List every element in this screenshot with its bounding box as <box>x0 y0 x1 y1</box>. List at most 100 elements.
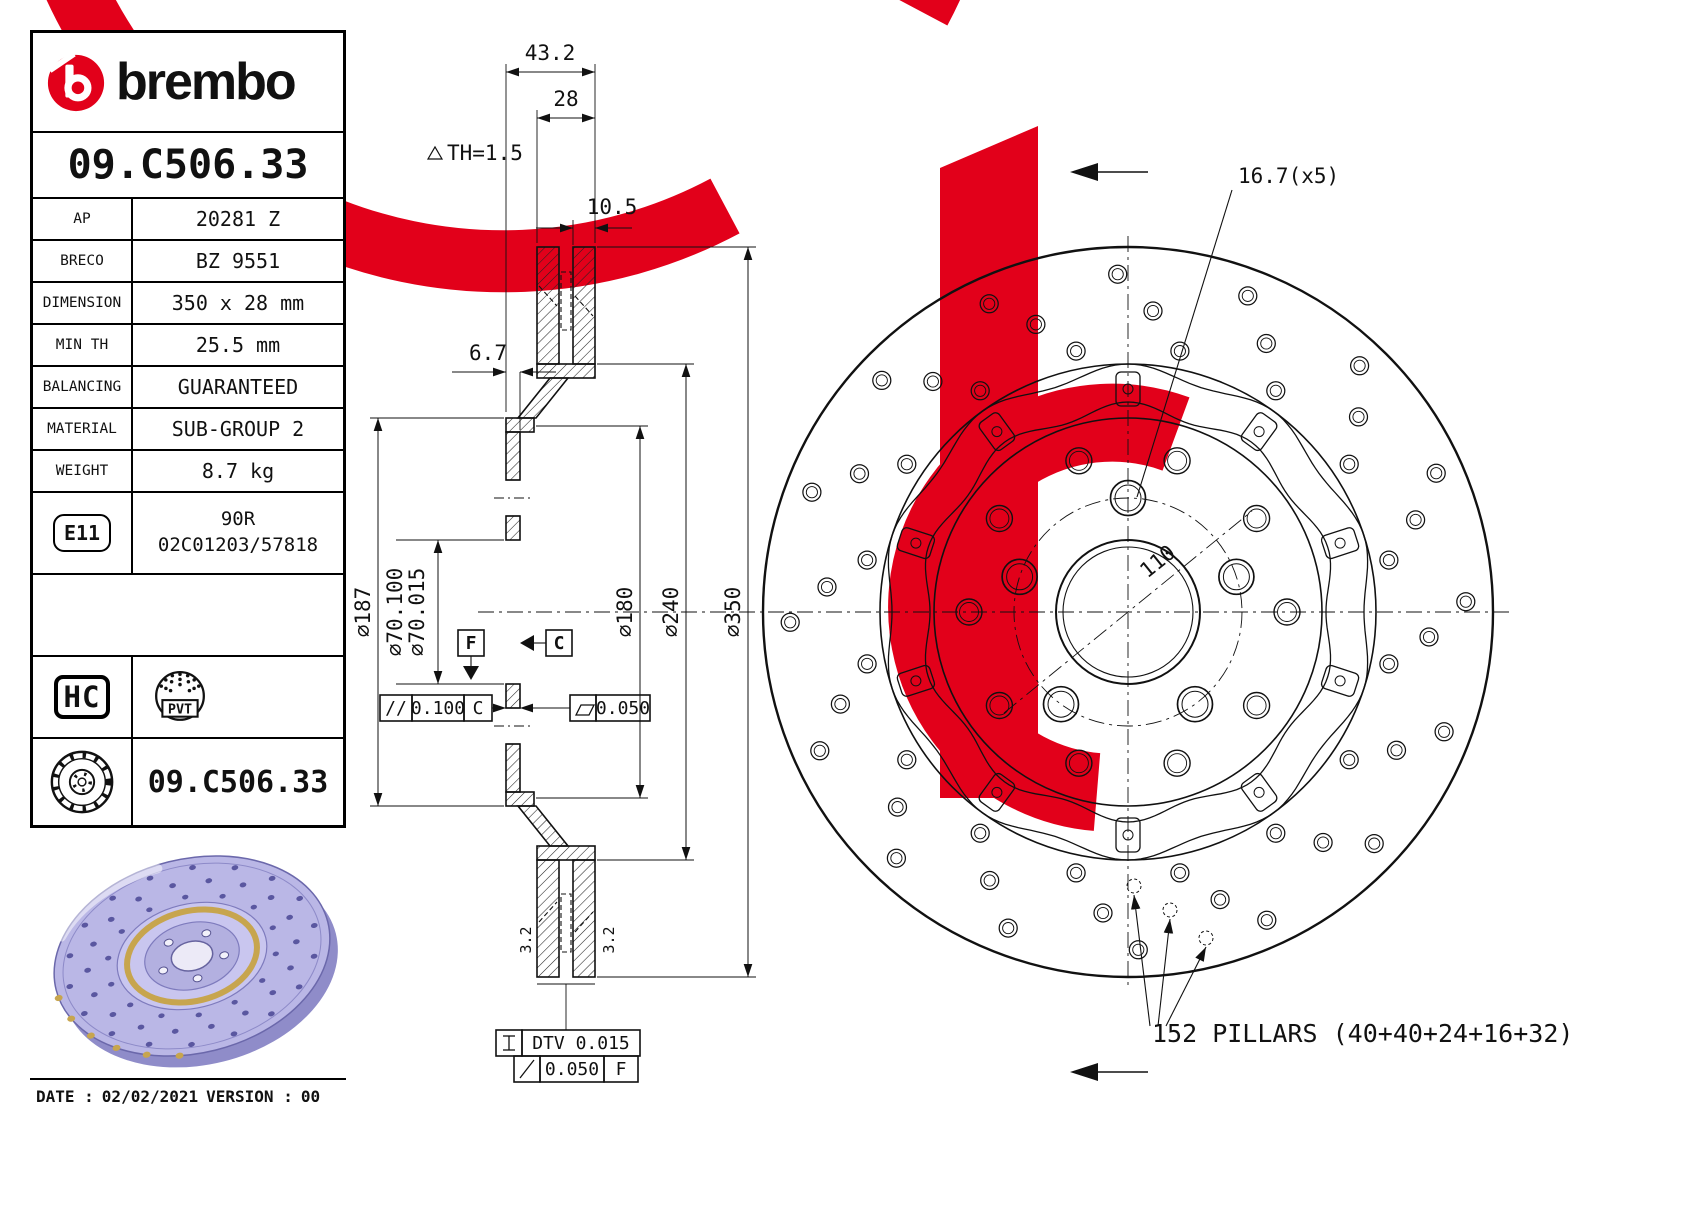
drive-bobbin <box>1115 371 1141 407</box>
disc3d-edge-line <box>62 862 322 1050</box>
spec-label: MATERIAL <box>33 409 133 449</box>
drive-bobbin <box>896 664 936 697</box>
bobbin-pin <box>991 426 1003 438</box>
rotation-arrow-bottom <box>1070 1063 1098 1081</box>
disc3d-drill-hole <box>250 904 257 910</box>
ring-rim-lower <box>536 845 596 861</box>
disc-3d-group <box>53 855 338 1068</box>
disc3d-drill-hole <box>267 1011 275 1017</box>
disc3d-drill-hole <box>259 978 266 983</box>
disc3d-drill-hole <box>145 1041 153 1047</box>
disc3d-drill-hole <box>188 1041 195 1047</box>
spec-value: GUARANTEED <box>177 375 299 399</box>
hat-hole-chamfer <box>959 602 979 622</box>
drill-hole-chamfer <box>1269 384 1282 397</box>
ring-rim-upper <box>536 363 596 379</box>
drill-hole <box>1339 454 1359 474</box>
bobbin-pin <box>1334 537 1346 549</box>
drill-hole <box>1266 823 1286 843</box>
brembo-logo-icon <box>47 51 105 112</box>
extension-lines <box>370 64 756 1030</box>
hat-hole <box>1065 447 1093 475</box>
drill-hole <box>810 741 830 761</box>
spec-label: MIN TH <box>33 325 133 365</box>
pvt-dot <box>164 686 168 691</box>
pvt-dot <box>192 678 196 682</box>
hat-hole <box>1065 749 1093 777</box>
hat-outer-edge <box>933 417 1323 807</box>
drill-hole <box>830 694 851 714</box>
datum-f-label: F <box>466 633 477 654</box>
disc3d-drill-hole <box>81 922 89 928</box>
disc-part-number: 09.C506.33 <box>147 764 329 800</box>
bolt-hole-chamfer <box>1114 484 1142 512</box>
drill-hole <box>1256 333 1276 354</box>
drill-hole <box>1434 722 1454 742</box>
bobbin-pin <box>991 786 1003 798</box>
drill-hole-chamfer <box>926 375 939 388</box>
hat-hole-chamfer <box>989 695 1010 716</box>
drive-bobbin <box>978 412 1016 452</box>
strut-lower <box>516 805 570 847</box>
pvt-dot <box>187 688 192 693</box>
pvt-label: PVT <box>168 703 192 718</box>
outboard-plate-upper <box>572 246 596 365</box>
inboard-plate-upper <box>536 246 560 365</box>
disc3d-drill-hole <box>182 894 189 900</box>
hat-hole <box>985 504 1014 533</box>
spec-value: SUB-GROUP 2 <box>171 417 305 441</box>
hat-hole-chamfer <box>1167 753 1188 774</box>
bolt-hole-edges <box>506 479 520 745</box>
drill-hole-chamfer <box>983 297 996 310</box>
pvt-dot <box>169 680 174 684</box>
dim-thickness: 28 <box>553 87 578 111</box>
disc3d-drill-hole <box>158 1013 165 1019</box>
runout-datum: F <box>616 1059 627 1080</box>
hat-wall-upper-b <box>505 515 521 541</box>
pvt-dot <box>178 677 182 682</box>
drill-hole-chamfer <box>1260 914 1273 927</box>
drill-hole-chamfer <box>1422 630 1436 644</box>
drill-hole-chamfer <box>1260 337 1273 350</box>
roughness-left: 3.2 <box>517 926 535 953</box>
bolt-hole <box>1042 685 1080 723</box>
spec-value: 25.5 mm <box>195 333 281 357</box>
drill-hole-chamfer <box>1352 410 1365 423</box>
datum-c-triangle <box>520 635 534 651</box>
front-view-generated <box>780 264 1476 960</box>
bolt-hole-chamfer <box>1222 563 1250 591</box>
disc3d-edge-clip <box>175 1052 184 1059</box>
hat-wall-lower-a <box>505 743 521 793</box>
bolt-hole-chamfer <box>1006 563 1034 591</box>
disc3d-drill-hole <box>146 875 154 881</box>
homologation-row: E11 90R 02C01203/57818 <box>33 491 343 573</box>
drill-hole-chamfer <box>1002 922 1015 935</box>
drill-hole-chamfer <box>861 554 874 567</box>
runout-frame <box>513 1055 639 1083</box>
version-label: VERSION : <box>206 1087 293 1106</box>
disc-icon-cell <box>33 739 133 825</box>
dim-hat-wall: 6.7 <box>469 341 507 365</box>
disc3d-edge-clip <box>67 1015 76 1022</box>
drill-hole-chamfer <box>1269 827 1282 840</box>
drill-hole <box>857 550 877 570</box>
drill-hole-chamfer <box>1111 268 1124 281</box>
drill-hole <box>897 750 917 770</box>
disc3d-drill-hole <box>286 914 293 920</box>
dim-dia-friction-inner: ⌀240 <box>659 587 683 638</box>
parallelism-frame <box>379 694 506 722</box>
part-number: 09.C506.33 <box>33 131 343 197</box>
th-triangle-symbol <box>426 145 444 160</box>
disc3d-drill-hole <box>287 965 294 971</box>
drive-bobbin <box>1240 412 1278 452</box>
bolt-circle-diagonal-centerline <box>1003 510 1253 714</box>
drill-hole <box>1093 903 1113 923</box>
bolt-circle-dim-label: 110 <box>1135 540 1180 583</box>
disc3d-edge-clip <box>112 1044 121 1051</box>
dim-bore-min: ⌀70.015 <box>405 568 429 657</box>
hat-hole-chamfer <box>1246 695 1267 716</box>
drill-hole-chamfer <box>1409 513 1422 526</box>
parallelism-symbol: // <box>385 698 407 719</box>
hat-hole-chamfer <box>989 508 1010 529</box>
drill-hole-chamfer <box>1241 289 1254 302</box>
